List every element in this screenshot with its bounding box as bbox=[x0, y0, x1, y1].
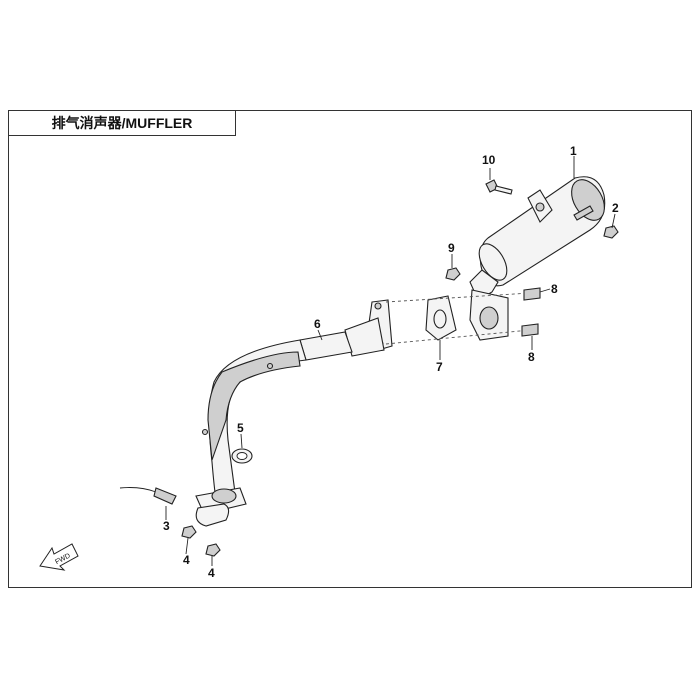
flange-gasket bbox=[425, 295, 457, 341]
muffler-bolt-lower bbox=[521, 323, 539, 337]
header-pipe bbox=[201, 317, 385, 501]
mounting-nut bbox=[603, 225, 619, 239]
leader-6 bbox=[317, 329, 323, 341]
alignment-line-bottom bbox=[385, 329, 531, 345]
flange-nut-right bbox=[205, 543, 221, 557]
oxygen-sensor bbox=[119, 487, 177, 505]
callout-8a: 8 bbox=[551, 282, 558, 296]
leader-5 bbox=[240, 433, 243, 449]
callout-4a: 4 bbox=[183, 553, 190, 567]
callout-6: 6 bbox=[314, 317, 321, 331]
callout-4b: 4 bbox=[208, 566, 215, 580]
muffler-bolt-upper bbox=[523, 287, 541, 301]
callout-2: 2 bbox=[612, 201, 619, 215]
callout-7: 7 bbox=[436, 360, 443, 374]
callout-3: 3 bbox=[163, 519, 170, 533]
leader-2 bbox=[611, 213, 616, 229]
callout-10: 10 bbox=[482, 153, 496, 167]
alignment-line-top bbox=[385, 292, 531, 303]
callout-9: 9 bbox=[448, 241, 455, 255]
fwd-arrow: FWD bbox=[39, 543, 79, 571]
diagram-frame bbox=[8, 110, 692, 588]
bracket-bolt bbox=[485, 179, 513, 195]
muffler-inlet-flange bbox=[469, 289, 509, 341]
diagram-title: 排气消声器/MUFFLER bbox=[51, 115, 193, 131]
leader-4a bbox=[185, 537, 189, 555]
exhaust-gasket-hole bbox=[236, 452, 248, 460]
header-pipe-engine-flange bbox=[195, 487, 247, 527]
callout-1: 1 bbox=[570, 144, 577, 158]
flange-nut-left bbox=[181, 525, 197, 539]
muffler-nut bbox=[445, 267, 461, 281]
leader-8a bbox=[539, 288, 551, 293]
title-box: 排气消声器/MUFFLER bbox=[8, 110, 236, 136]
callout-8b: 8 bbox=[528, 350, 535, 364]
muffler-body bbox=[469, 176, 606, 301]
callout-5: 5 bbox=[237, 421, 244, 435]
